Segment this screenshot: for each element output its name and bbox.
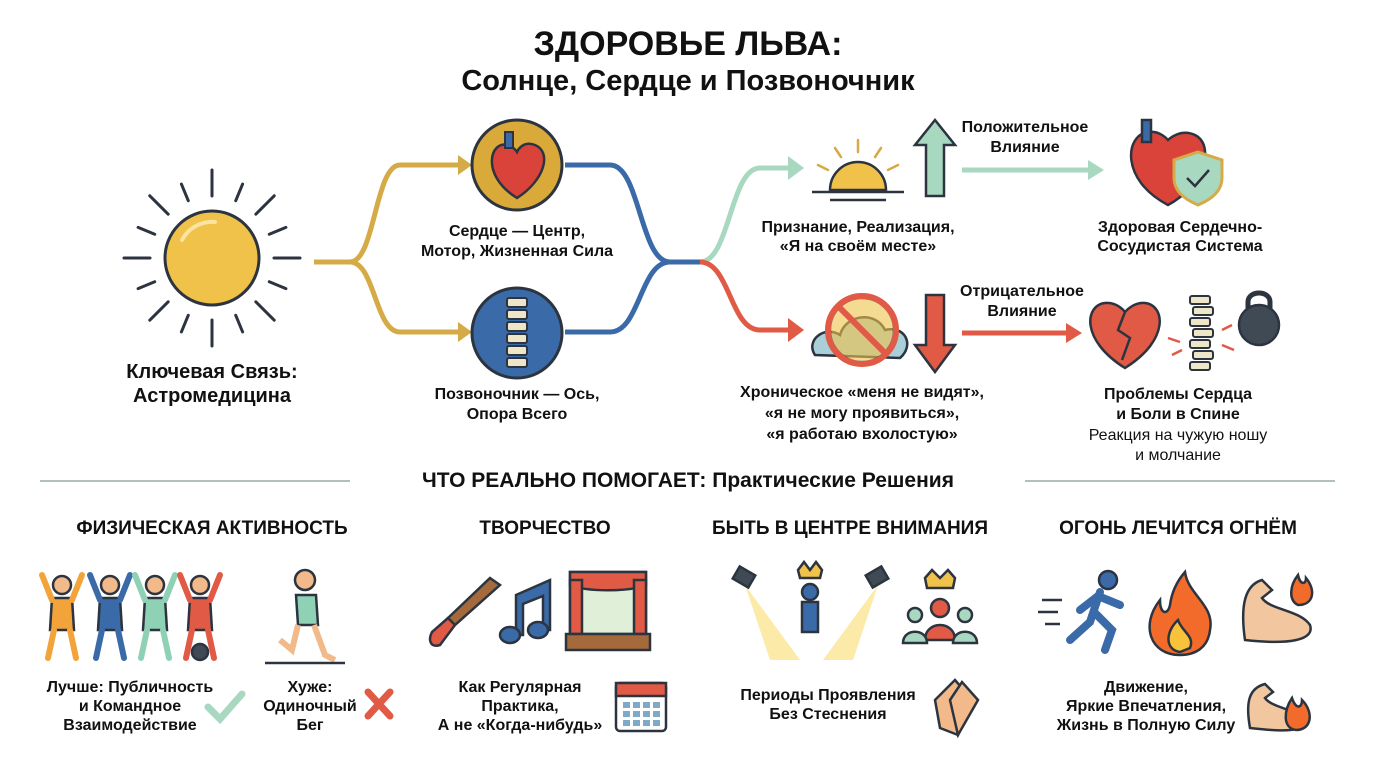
crowd-crown-icon bbox=[901, 568, 979, 645]
positive-arrow bbox=[962, 160, 1104, 180]
col-heading-creativity: ТВОРЧЕСТВО bbox=[479, 518, 611, 539]
heart-caption-1: Сердце — Центр, bbox=[448, 223, 586, 240]
negative-cause-1: Хроническое «меня не видят», bbox=[740, 384, 984, 401]
cross-icon bbox=[364, 688, 394, 720]
negative-cause-2: «я не могу проявиться», bbox=[764, 405, 960, 422]
fire-caption-1: Движение, bbox=[1104, 679, 1188, 696]
heart-circle-icon bbox=[470, 118, 564, 212]
sunrise-icon bbox=[812, 138, 904, 202]
negative-arrow bbox=[962, 323, 1082, 343]
worse-caption-2: Одиночный bbox=[263, 698, 357, 715]
heart-shield-icon bbox=[1129, 118, 1224, 207]
attention-caption-1: Периоды Проявления bbox=[740, 687, 916, 704]
music-note-icon bbox=[498, 578, 552, 645]
key-link-line2: Астромедицина bbox=[133, 385, 291, 407]
runner-icon bbox=[265, 568, 345, 665]
worse-caption-1: Хуже: bbox=[287, 679, 333, 696]
flexed-arm-fire-icon bbox=[1241, 572, 1314, 644]
clapping-hands-icon bbox=[933, 678, 980, 739]
col-heading-attention: БЫТЬ В ЦЕНТРЕ ВНИМАНИЯ bbox=[712, 518, 988, 539]
flow-lines bbox=[314, 162, 790, 335]
blocked-sun-icon bbox=[811, 293, 909, 367]
key-link-line1: Ключевая Связь: bbox=[126, 361, 298, 383]
calendar-icon bbox=[614, 681, 668, 733]
fire-caption-3: Жизнь в Полную Силу bbox=[1056, 717, 1236, 734]
negative-effect-2: и Боли в Спине bbox=[1116, 406, 1240, 423]
col-heading-physical: ФИЗИЧЕСКАЯ АКТИВНОСТЬ bbox=[76, 518, 348, 539]
positive-effect-2: Сосудистая Система bbox=[1097, 238, 1263, 255]
negative-effect-1: Проблемы Сердца bbox=[1103, 386, 1253, 403]
col-heading-fire: ОГОНЬ ЛЕЧИТСЯ ОГНЁМ bbox=[1059, 518, 1297, 539]
team-people-icon bbox=[39, 572, 223, 662]
positive-cause-1: Признание, Реализация, bbox=[761, 219, 955, 236]
negative-label-1: Отрицательное bbox=[960, 283, 1084, 300]
creativity-caption-3: А не «Когда-нибудь» bbox=[437, 717, 603, 734]
heart-caption-2: Мотор, Жизненная Сила bbox=[420, 243, 614, 260]
running-man-icon bbox=[1038, 569, 1124, 654]
positive-effect-1: Здоровая Сердечно- bbox=[1097, 219, 1263, 236]
negative-cause-3: «я работаю вхолостую» bbox=[766, 426, 958, 443]
sun-icon bbox=[122, 168, 302, 348]
broken-heart-icon bbox=[1089, 301, 1161, 370]
better-caption-2: и Командное bbox=[78, 698, 182, 715]
fire-caption-2: Яркие Впечатления, bbox=[1065, 698, 1227, 715]
theater-stage-icon bbox=[564, 570, 652, 652]
better-caption-3: Взаимодействие bbox=[63, 717, 197, 734]
negative-note-1: Реакция на чужую ношу bbox=[1088, 427, 1268, 444]
spotlight-stage-icon bbox=[730, 559, 891, 660]
title-line1: ЗДОРОВЬЕ ЛЬВА: bbox=[533, 25, 843, 63]
paintbrush-icon bbox=[428, 576, 503, 647]
creativity-caption-1: Как Регулярная bbox=[458, 679, 582, 696]
worse-caption-3: Бег bbox=[296, 717, 324, 734]
solutions-title: ЧТО РЕАЛЬНО ПОМОГАЕТ: Практические Решен… bbox=[422, 469, 954, 492]
attention-caption-2: Без Стеснения bbox=[769, 706, 887, 723]
kettlebell-icon bbox=[1237, 290, 1281, 347]
down-arrow-icon bbox=[912, 293, 958, 375]
spine-pain-icon bbox=[1189, 295, 1214, 371]
spine-caption-1: Позвоночник — Ось, bbox=[434, 386, 600, 403]
positive-label-2: Влияние bbox=[990, 139, 1060, 156]
flexed-arm-fire-small-icon bbox=[1246, 682, 1311, 732]
positive-cause-2: «Я на своём месте» bbox=[779, 238, 937, 255]
up-arrow-icon bbox=[912, 117, 958, 198]
check-icon bbox=[204, 690, 246, 725]
negative-note-2: и молчание bbox=[1135, 447, 1221, 464]
spine-circle-icon bbox=[470, 286, 564, 380]
title-line2: Солнце, Сердце и Позвоночник bbox=[461, 65, 915, 97]
creativity-caption-2: Практика, bbox=[481, 698, 559, 715]
fire-icon bbox=[1148, 569, 1212, 657]
spine-caption-2: Опора Всего bbox=[466, 406, 568, 423]
positive-label-1: Положительное bbox=[961, 119, 1089, 136]
better-caption-1: Лучше: Публичность bbox=[46, 679, 214, 696]
negative-label-2: Влияние bbox=[987, 303, 1057, 320]
